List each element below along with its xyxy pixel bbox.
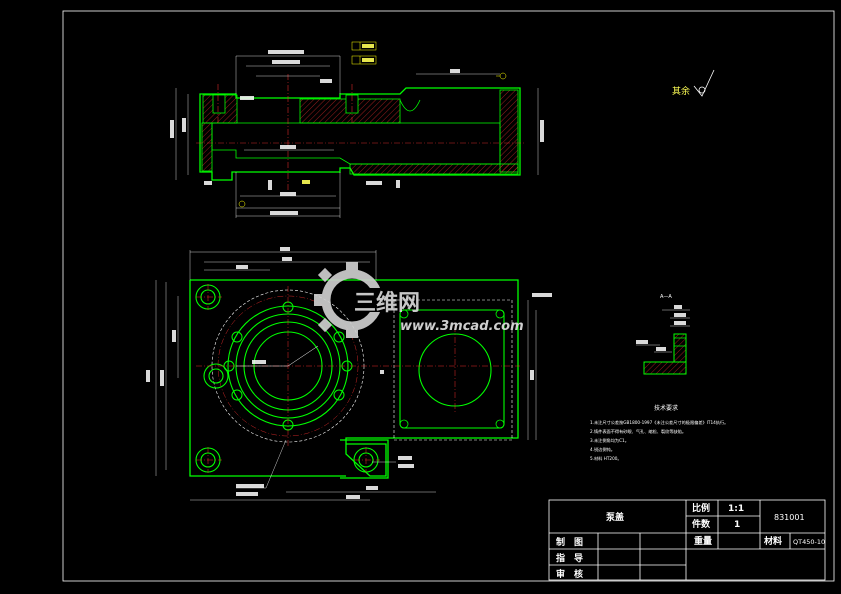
section-aa-label: A—A bbox=[660, 294, 672, 300]
right-pocket bbox=[399, 309, 505, 429]
section-outline bbox=[199, 87, 521, 181]
radius-leader-2 bbox=[287, 345, 319, 367]
hatch-bottom-plate bbox=[349, 163, 519, 175]
section-view bbox=[170, 41, 544, 218]
plan-dim-labels bbox=[146, 247, 552, 499]
boss-outline bbox=[340, 439, 389, 479]
weight-label: 重量 bbox=[694, 535, 712, 547]
pocket-hole-3 bbox=[399, 419, 409, 429]
watermark-url: www.3mcad.com bbox=[400, 319, 524, 334]
draw-label: 制 图 bbox=[556, 536, 583, 548]
guide-label: 指 导 bbox=[556, 552, 583, 564]
quantity-value: 1 bbox=[734, 520, 740, 530]
review-label: 审 核 bbox=[556, 568, 583, 580]
plate-outline bbox=[189, 279, 519, 477]
roughness-label: 其余 bbox=[672, 85, 690, 97]
pocket-hole-4 bbox=[495, 419, 505, 429]
tech-req-line-4: 4.锐边倒钝。 bbox=[590, 446, 615, 453]
tech-req-line-3: 3.未注倒角均为C1。 bbox=[590, 437, 629, 444]
pocket-hole-2 bbox=[495, 309, 505, 319]
technical-requirements: 技术要求 1.未注尺寸公差按GB1800-1997《未注公差尺寸的极限偏差》IT… bbox=[590, 404, 728, 462]
material-value: QT450-10 bbox=[793, 538, 825, 546]
hatch-left-wall bbox=[201, 122, 213, 172]
scale-label: 比例 bbox=[692, 502, 710, 514]
gear-icon bbox=[314, 262, 383, 338]
right-pocket-hidden bbox=[393, 299, 513, 441]
drawing-number: 831001 bbox=[774, 513, 805, 522]
tech-req-line-5: 5.材料 HT200。 bbox=[590, 455, 622, 462]
title-block-text: 泵盖 比例 1:1 件数 1 831001 重量 材料 QT450-10 制 图… bbox=[556, 502, 825, 580]
hatch-right-wall bbox=[499, 89, 519, 173]
bolt-hole-left bbox=[212, 94, 226, 114]
pocket-hole-1 bbox=[399, 309, 409, 319]
tech-req-line-1: 1.未注尺寸公差按GB1800-1997《未注公差尺寸的极限偏差》IT14执行。 bbox=[590, 419, 728, 426]
part-name: 泵盖 bbox=[606, 511, 624, 523]
tech-req-line-2: 2.铸件表面不得有砂眼、气孔、缩松、裂纹等缺陷。 bbox=[590, 428, 686, 435]
section-dimensions bbox=[175, 55, 539, 218]
watermark: 三维网 www.3mcad.com bbox=[314, 262, 524, 338]
material-label: 材料 bbox=[763, 535, 782, 547]
section-aa-detail: A—A bbox=[636, 294, 690, 375]
roughness-symbol: 其余 bbox=[672, 69, 715, 97]
scale-value: 1:1 bbox=[728, 504, 744, 514]
plan-view bbox=[146, 247, 552, 501]
fillet-right bbox=[399, 99, 421, 112]
tolerance-frames bbox=[238, 41, 507, 208]
watermark-text: 三维网 bbox=[354, 290, 420, 316]
quantity-label: 件数 bbox=[692, 518, 711, 530]
drawing-frame bbox=[62, 10, 835, 582]
inner-cavity bbox=[211, 122, 501, 165]
plan-dimensions bbox=[155, 250, 537, 501]
tech-req-title: 技术要求 bbox=[654, 404, 678, 412]
leader-bottom-left bbox=[236, 439, 287, 489]
section-dim-labels bbox=[170, 44, 544, 215]
title-block bbox=[548, 499, 826, 581]
